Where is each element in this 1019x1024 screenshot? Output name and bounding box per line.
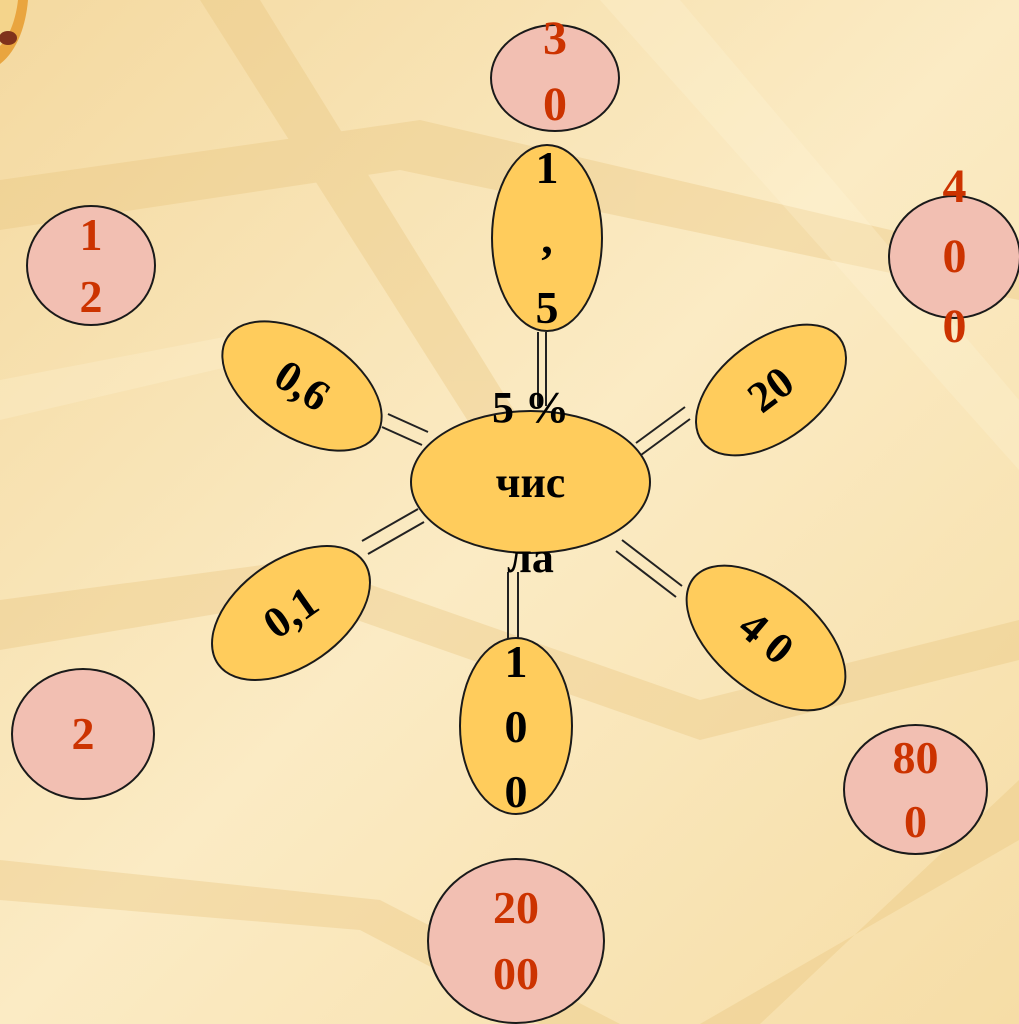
answer-text: 2 [71,708,95,759]
petal-top-text: 1 , 5 [535,142,559,333]
petal-bottom-text: 1 0 0 [504,635,528,817]
center-node: 5 % чис ла [410,383,651,582]
petal-lower-right-text: 4 0 [729,601,804,675]
center-node-text: 5 % чис ла [492,382,569,582]
petal-upper-left-text: 0,6 [265,350,339,422]
answer-text: 20 00 [493,882,539,999]
petal-bottom: 1 0 0 [459,636,573,817]
corner-decoration [0,0,28,64]
answer-circle[interactable]: 2 [11,668,155,800]
answer-circle[interactable]: 1 2 [26,205,156,326]
answer-circle[interactable]: 3 0 [490,12,620,132]
answer-circle[interactable]: 20 00 [427,858,605,1024]
answer-text: 3 0 [543,12,567,131]
answer-text: 80 0 [892,731,939,847]
answer-text: 4 0 0 [942,160,967,353]
petal-lower-left-text: 0,1 [254,576,328,649]
answer-text: 1 2 [79,208,103,322]
answer-circle[interactable]: 80 0 [843,724,988,855]
answer-circle[interactable]: 4 0 0 [888,160,1019,353]
petal-upper-right-text: 20 [738,356,804,423]
petal-top: 1 , 5 [491,142,603,333]
